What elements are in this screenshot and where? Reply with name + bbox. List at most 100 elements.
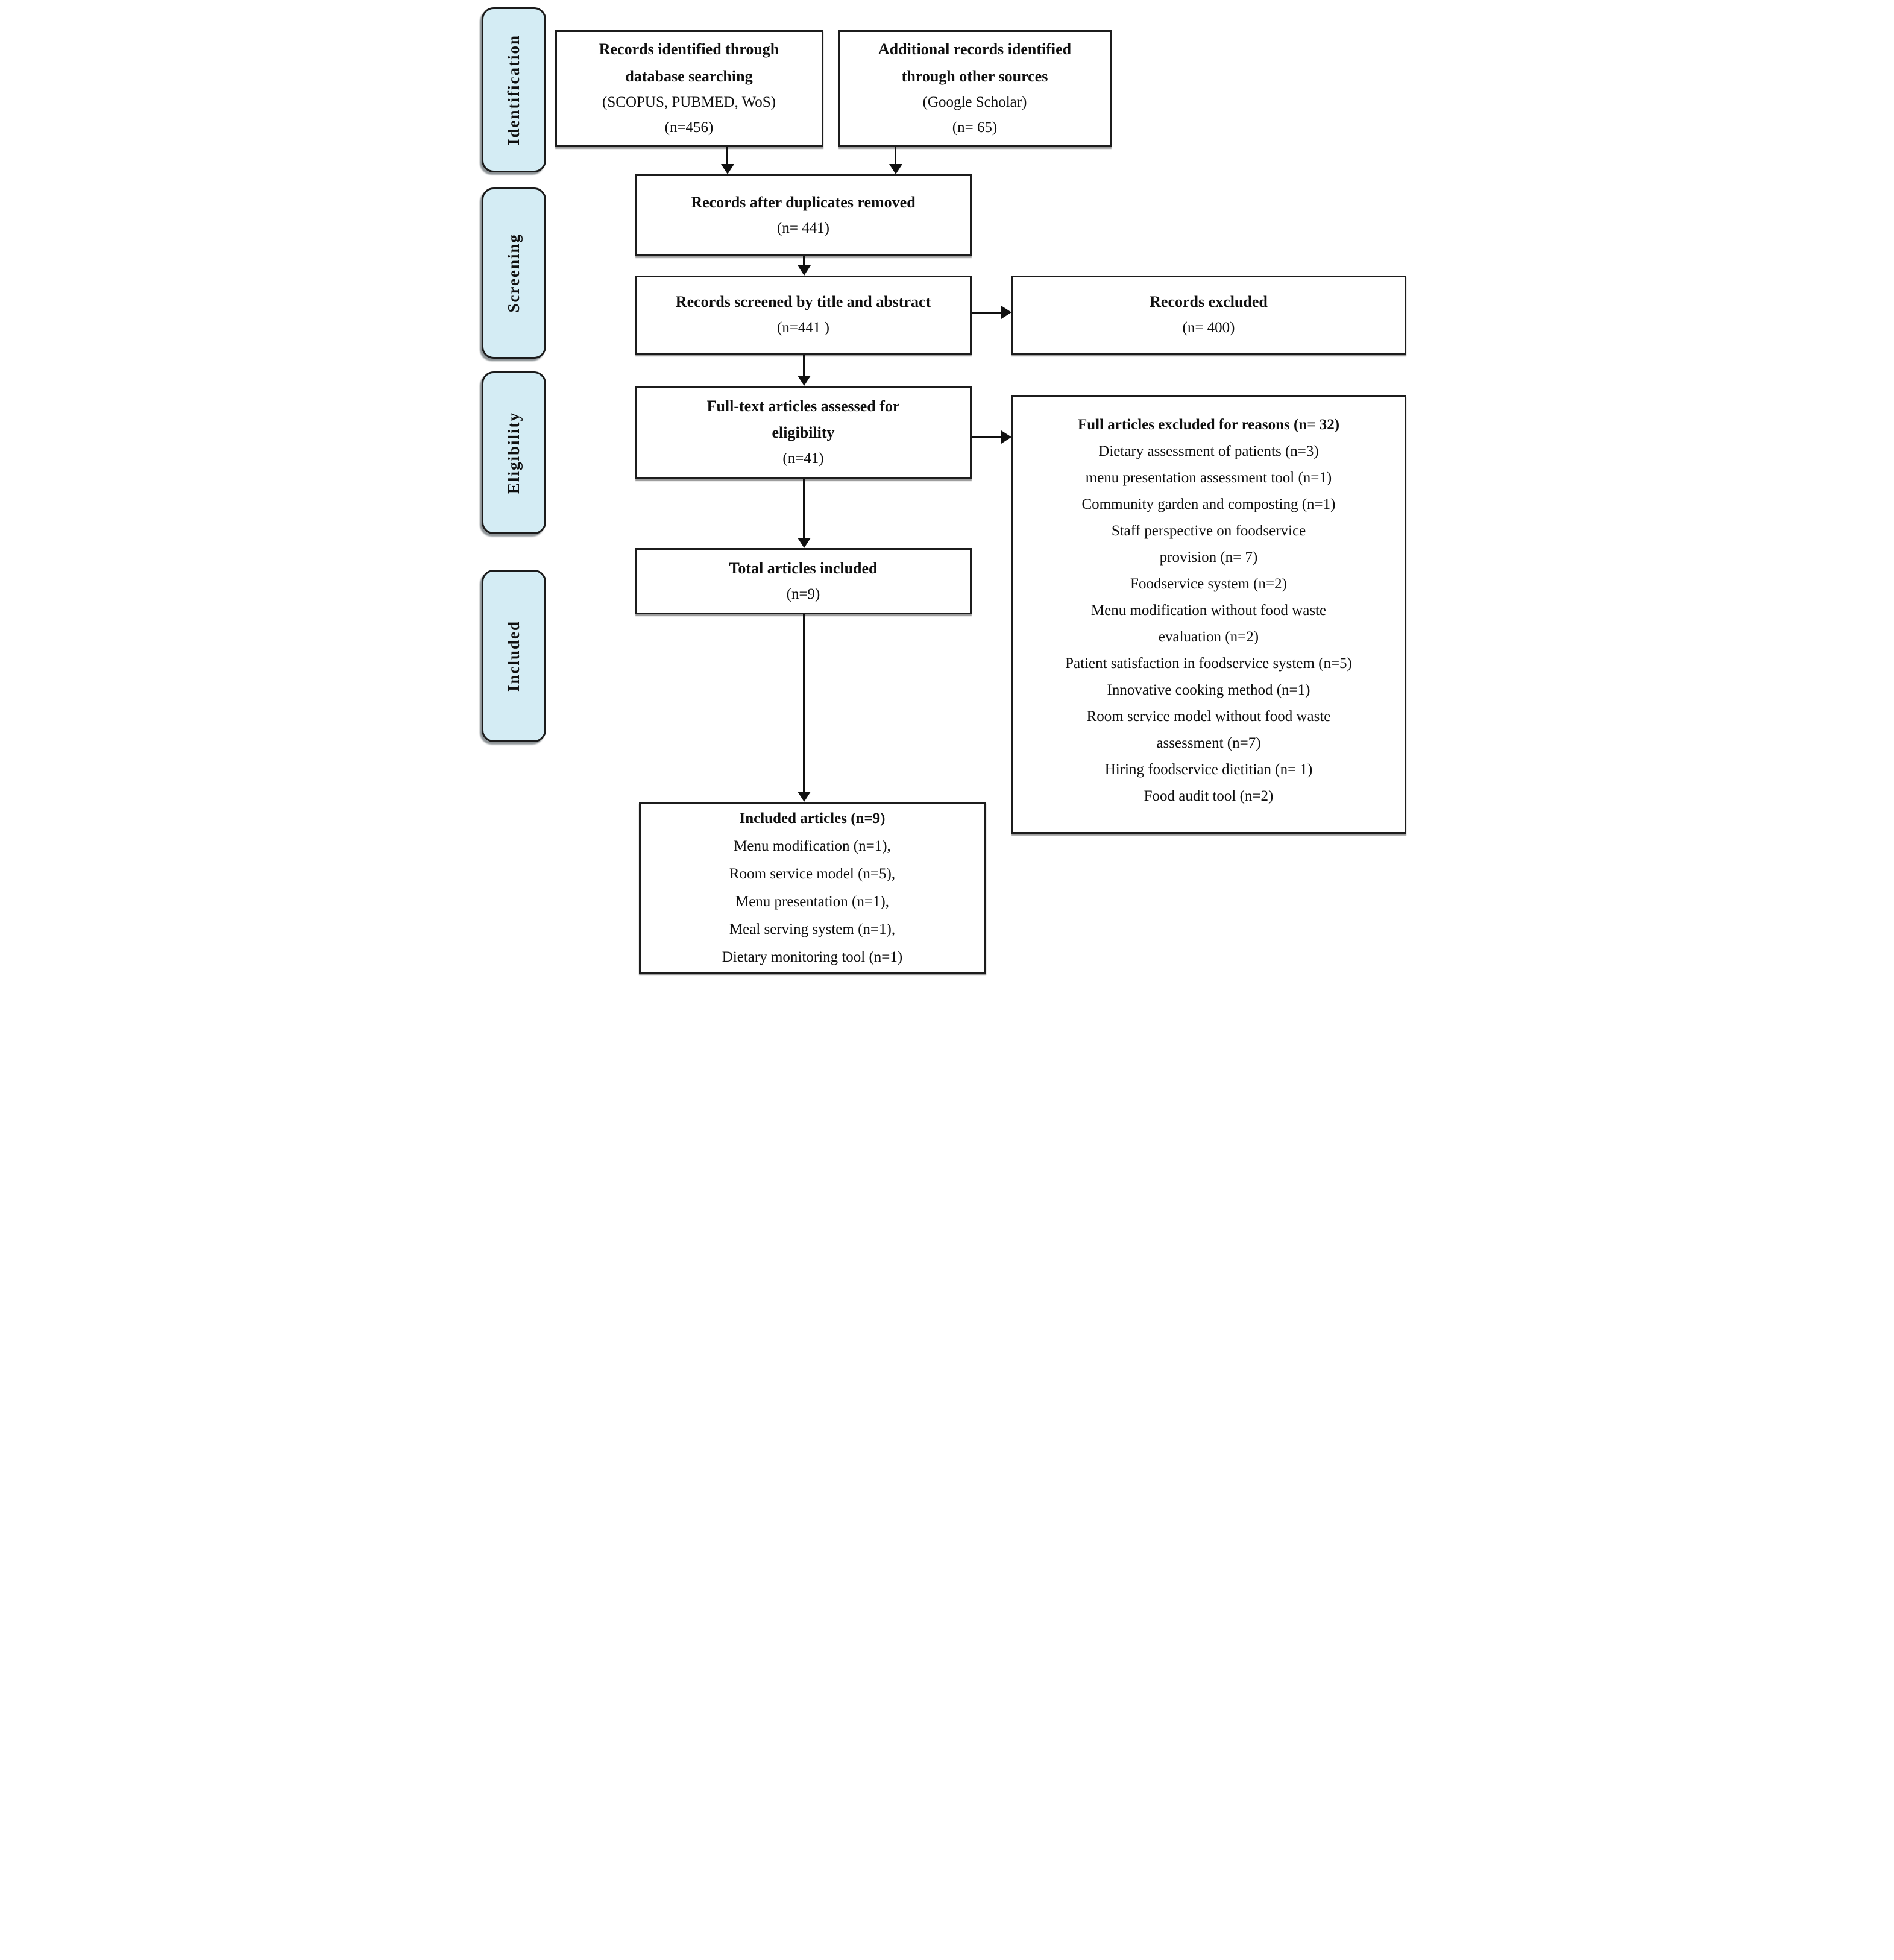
arrowhead-down-icon <box>889 164 902 174</box>
box-records-identified: Records identified through database searc… <box>555 30 823 147</box>
text-line: (n= 400) <box>1182 320 1235 336</box>
arrow-shaft <box>803 614 805 795</box>
arrow-duplicates-to-screened <box>797 256 811 276</box>
arrow-shaft <box>803 256 805 269</box>
box-title: Records after duplicates removed <box>643 189 964 216</box>
arrow-shaft <box>971 436 1005 438</box>
text-line: (n= 441) <box>777 219 829 236</box>
box-exclusion-reasons: Full articles excluded for reasons (n= 3… <box>1011 395 1406 834</box>
text-line: (SCOPUS, PUBMED, WoS) <box>602 93 776 110</box>
stage-label: Included <box>504 620 523 692</box>
box-title: Records screened by title and abstract <box>643 289 964 315</box>
stage-label: Screening <box>504 233 523 313</box>
text-line: Innovative cooking method (n=1) <box>1107 682 1310 698</box>
arrowhead-down-icon <box>720 164 734 174</box>
arrow-other-to-duplicates <box>889 147 902 174</box>
box-duplicates-removed: Records after duplicates removed (n= 441… <box>635 174 972 256</box>
text-line: Full-text articles assessed for <box>706 397 900 415</box>
text-line: Records after duplicates removed <box>691 193 916 211</box>
box-title: Full articles excluded for reasons (n= 3… <box>1019 412 1398 438</box>
box-detail: (n= 400) <box>1019 315 1398 341</box>
box-title: Records identified through database searc… <box>563 36 816 89</box>
box-detail: (n=441 ) <box>643 315 964 341</box>
box-detail: (Google Scholar) (n= 65) <box>846 90 1104 141</box>
box-title: Full-text articles assessed for eligibili… <box>643 393 964 446</box>
box-fulltext-assessed: Full-text articles assessed for eligibili… <box>635 386 972 479</box>
box-detail: Menu modification (n=1), Room service mod… <box>647 833 978 971</box>
arrowhead-down-icon <box>797 376 811 386</box>
text-line: Full articles excluded for reasons (n= 3… <box>1077 417 1340 433</box>
stage-included: Included <box>481 570 546 742</box>
text-line: Patient satisfaction in foodservice syst… <box>1065 655 1352 672</box>
text-line: Menu modification without food waste <box>1090 602 1327 619</box>
arrow-db-to-duplicates <box>720 147 734 174</box>
box-included-articles: Included articles (n=9) Menu modificatio… <box>638 802 986 974</box>
text-line: Food audit tool (n=2) <box>1144 788 1274 804</box>
text-line: (n=9) <box>786 585 820 602</box>
text-line: Records screened by title and abstract <box>675 293 931 311</box>
prisma-flow-diagram: Identification Screening Eligibility Inc… <box>473 0 1421 980</box>
text-line: Community garden and composting (n=1) <box>1081 496 1336 512</box>
arrow-shaft <box>971 311 1005 314</box>
text-line: Room service model without food waste <box>1086 708 1331 725</box>
text-line: (n= 65) <box>952 119 998 136</box>
stage-label: Eligibility <box>504 411 523 494</box>
box-detail: (n= 441) <box>643 216 964 242</box>
arrowhead-down-icon <box>797 265 811 276</box>
arrow-screened-to-excluded <box>971 306 1011 319</box>
arrow-shaft <box>803 355 805 379</box>
box-records-excluded: Records excluded (n= 400) <box>1011 276 1406 355</box>
text-line: Records excluded <box>1150 293 1268 311</box>
text-line: Menu presentation (n=1), <box>735 893 889 910</box>
box-title: Included articles (n=9) <box>647 805 978 833</box>
text-line: (n=456) <box>664 119 714 136</box>
text-line: Total articles included <box>729 559 878 577</box>
arrowhead-right-icon <box>1001 306 1011 319</box>
text-line: Included articles (n=9) <box>739 810 886 827</box>
text-line: Hiring foodservice dietitian (n= 1) <box>1104 761 1313 778</box>
arrowhead-down-icon <box>797 792 811 802</box>
text-line: eligibility <box>772 424 835 442</box>
arrow-fulltext-to-total <box>797 479 811 548</box>
box-detail: Dietary assessment of patients (n=3) menu… <box>1019 438 1398 810</box>
stage-screening: Screening <box>481 187 546 359</box>
arrow-total-to-included <box>797 614 811 802</box>
text-line: provision (n= 7) <box>1159 549 1258 566</box>
text-line: (n=441 ) <box>777 320 829 336</box>
text-line: Dietary assessment of patients (n=3) <box>1098 443 1319 459</box>
arrow-shaft <box>803 479 805 541</box>
text-line: Additional records identified <box>878 40 1072 58</box>
text-line: through other sources <box>901 67 1048 85</box>
text-line: Records identified through <box>599 40 779 58</box>
arrow-shaft <box>726 147 728 168</box>
box-records-screened: Records screened by title and abstract (… <box>635 276 972 355</box>
stage-identification: Identification <box>481 7 546 172</box>
text-line: assessment (n=7) <box>1156 735 1261 751</box>
box-detail: (n=9) <box>643 582 964 608</box>
box-title: Records excluded <box>1019 289 1398 315</box>
stage-label: Identification <box>504 34 523 145</box>
text-line: menu presentation assessment tool (n=1) <box>1085 470 1332 486</box>
arrow-shaft <box>895 147 896 168</box>
text-line: Staff perspective on foodservice <box>1111 523 1306 539</box>
box-detail: (SCOPUS, PUBMED, WoS) (n=456) <box>563 90 816 141</box>
arrowhead-down-icon <box>797 538 811 548</box>
box-additional-records: Additional records identified through oth… <box>838 30 1112 147</box>
arrowhead-right-icon <box>1001 430 1011 444</box>
box-detail: (n=41) <box>643 446 964 472</box>
arrow-fulltext-to-reasons <box>971 430 1011 444</box>
text-line: (n=41) <box>782 450 824 467</box>
text-line: evaluation (n=2) <box>1158 629 1259 645</box>
text-line: database searching <box>625 67 753 85</box>
text-line: (Google Scholar) <box>922 93 1027 110</box>
text-line: Meal serving system (n=1), <box>729 921 896 937</box>
arrow-screened-to-fulltext <box>797 355 811 386</box>
text-line: Foodservice system (n=2) <box>1130 576 1287 592</box>
box-title: Additional records identified through oth… <box>846 36 1104 89</box>
text-line: Dietary monitoring tool (n=1) <box>722 948 903 965</box>
box-total-included: Total articles included (n=9) <box>635 548 972 614</box>
stage-eligibility: Eligibility <box>481 371 546 534</box>
box-title: Total articles included <box>643 555 964 582</box>
text-line: Menu modification (n=1), <box>734 837 891 854</box>
text-line: Room service model (n=5), <box>729 865 896 882</box>
